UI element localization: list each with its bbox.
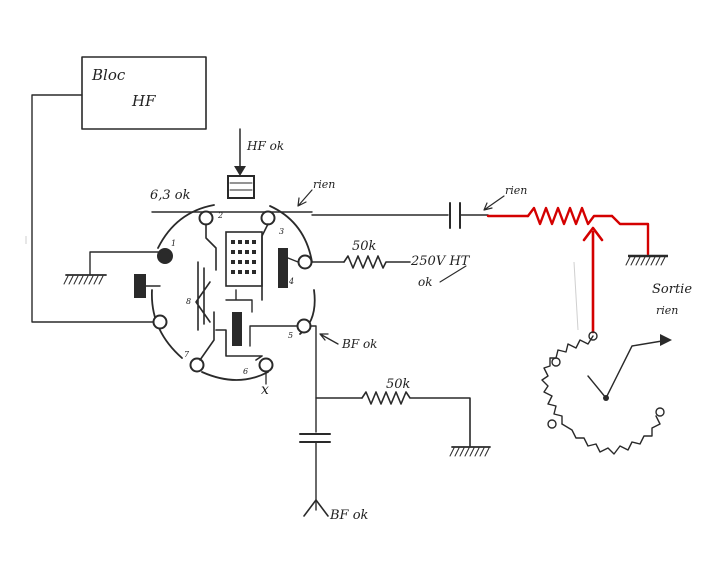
- bf-ok-bottom-label: BF ok: [329, 508, 369, 523]
- pin-number-8: 8: [186, 297, 191, 306]
- bf-out-arrowhead: [303, 499, 329, 517]
- pin-number-3: 3: [279, 227, 284, 236]
- pin-7: [189, 357, 205, 373]
- hf-ok-arrowhead: [234, 166, 246, 176]
- bf-ok-pin-arrow: [319, 333, 339, 345]
- ground-symbol-left: [63, 274, 107, 285]
- rien-cap-label: rien: [505, 184, 527, 197]
- pin-8: [152, 314, 168, 330]
- pin-number-2: 2: [217, 211, 223, 220]
- bf-resistor: [361, 391, 471, 447]
- anode-plate: [278, 248, 288, 288]
- pin-1: [157, 248, 173, 264]
- top-cap: [227, 175, 255, 199]
- heater-label: 6,3 ok: [150, 188, 191, 203]
- bf-wire: [309, 325, 363, 399]
- tube-pins: [152, 210, 313, 373]
- hf-ok-label: HF ok: [246, 139, 284, 153]
- bloc-hf-label-1: Bloc: [91, 66, 126, 84]
- pin-5: [296, 318, 312, 334]
- rotary-switch: [541, 331, 672, 455]
- cathode-block: [134, 274, 146, 298]
- red-potentiometer: [486, 206, 650, 334]
- rien-top-label: rien: [313, 178, 335, 191]
- pin-number-labels: 1 2 3 4 5 6 7 8: [171, 211, 294, 376]
- plate-resistor: [343, 255, 411, 269]
- ground-pin1-wire: [89, 251, 159, 275]
- rien-sortie-label: rien: [656, 304, 678, 317]
- sortie-label: Sortie: [652, 282, 692, 297]
- scan-marks: [25, 236, 579, 331]
- plate-resistor-label: 50k: [352, 239, 377, 254]
- wiper-arrowhead: [582, 226, 604, 242]
- tube-envelope: [151, 204, 316, 381]
- diode-plate: [232, 312, 242, 346]
- bloc-hf-label-2: HF: [131, 92, 156, 110]
- pin-number-5: 5: [288, 331, 293, 340]
- grid-block: [225, 231, 263, 287]
- bf-ok-pin-label: BF ok: [341, 337, 377, 351]
- pin-3: [260, 210, 276, 226]
- pin6-mark: x: [261, 382, 269, 398]
- rien-top-arrow: [297, 189, 313, 207]
- ht-voltage-label: 250V HT: [410, 254, 471, 269]
- pin-number-4: 4: [288, 277, 294, 286]
- pin-2: [198, 210, 214, 226]
- bloc-hf-box: [81, 56, 207, 130]
- pin-6: [258, 357, 274, 373]
- ht-ok-label: ok: [418, 275, 433, 289]
- ground-symbol-bottom: [449, 446, 491, 457]
- ground-symbol-right: [625, 254, 668, 266]
- pin-number-1: 1: [171, 239, 176, 248]
- bf-resistor-label: 50k: [386, 377, 411, 392]
- pin-number-6: 6: [243, 367, 248, 376]
- pin-number-7: 7: [184, 350, 190, 359]
- pin-4: [297, 254, 313, 270]
- bloc-feedback-wire: [31, 94, 159, 323]
- tube-internals: [134, 223, 299, 361]
